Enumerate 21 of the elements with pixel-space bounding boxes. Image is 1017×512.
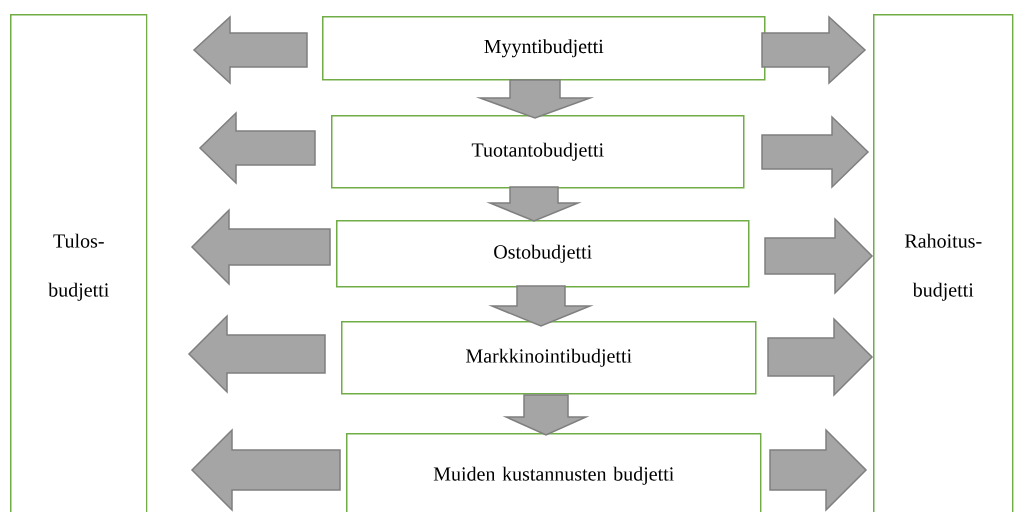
block-arrow: [198, 111, 316, 185]
block-arrow: [192, 15, 308, 85]
budget-box: Ostobudjetti: [336, 220, 750, 288]
block-arrow: [761, 15, 867, 85]
block-arrow: [187, 314, 326, 394]
block-arrow: [488, 285, 594, 327]
budget-box: Rahoitus- budjetti: [873, 14, 1014, 512]
block-arrow: [190, 208, 331, 286]
block-arrow: [190, 428, 341, 512]
budget-box: Markkinointibudjetti: [341, 321, 757, 395]
block-arrow: [767, 317, 874, 397]
block-arrow: [769, 428, 868, 512]
budget-box: Myyntibudjetti: [322, 16, 766, 81]
block-arrow: [475, 79, 595, 119]
budget-box: Tuotantobudjetti: [331, 115, 745, 189]
block-arrow: [486, 186, 582, 222]
budget-box: Tulos- budjetti: [10, 14, 148, 512]
budget-box: Muiden kustannusten budjetti: [346, 433, 762, 512]
block-arrow: [502, 394, 590, 436]
block-arrow: [761, 115, 870, 189]
block-arrow: [764, 217, 874, 295]
